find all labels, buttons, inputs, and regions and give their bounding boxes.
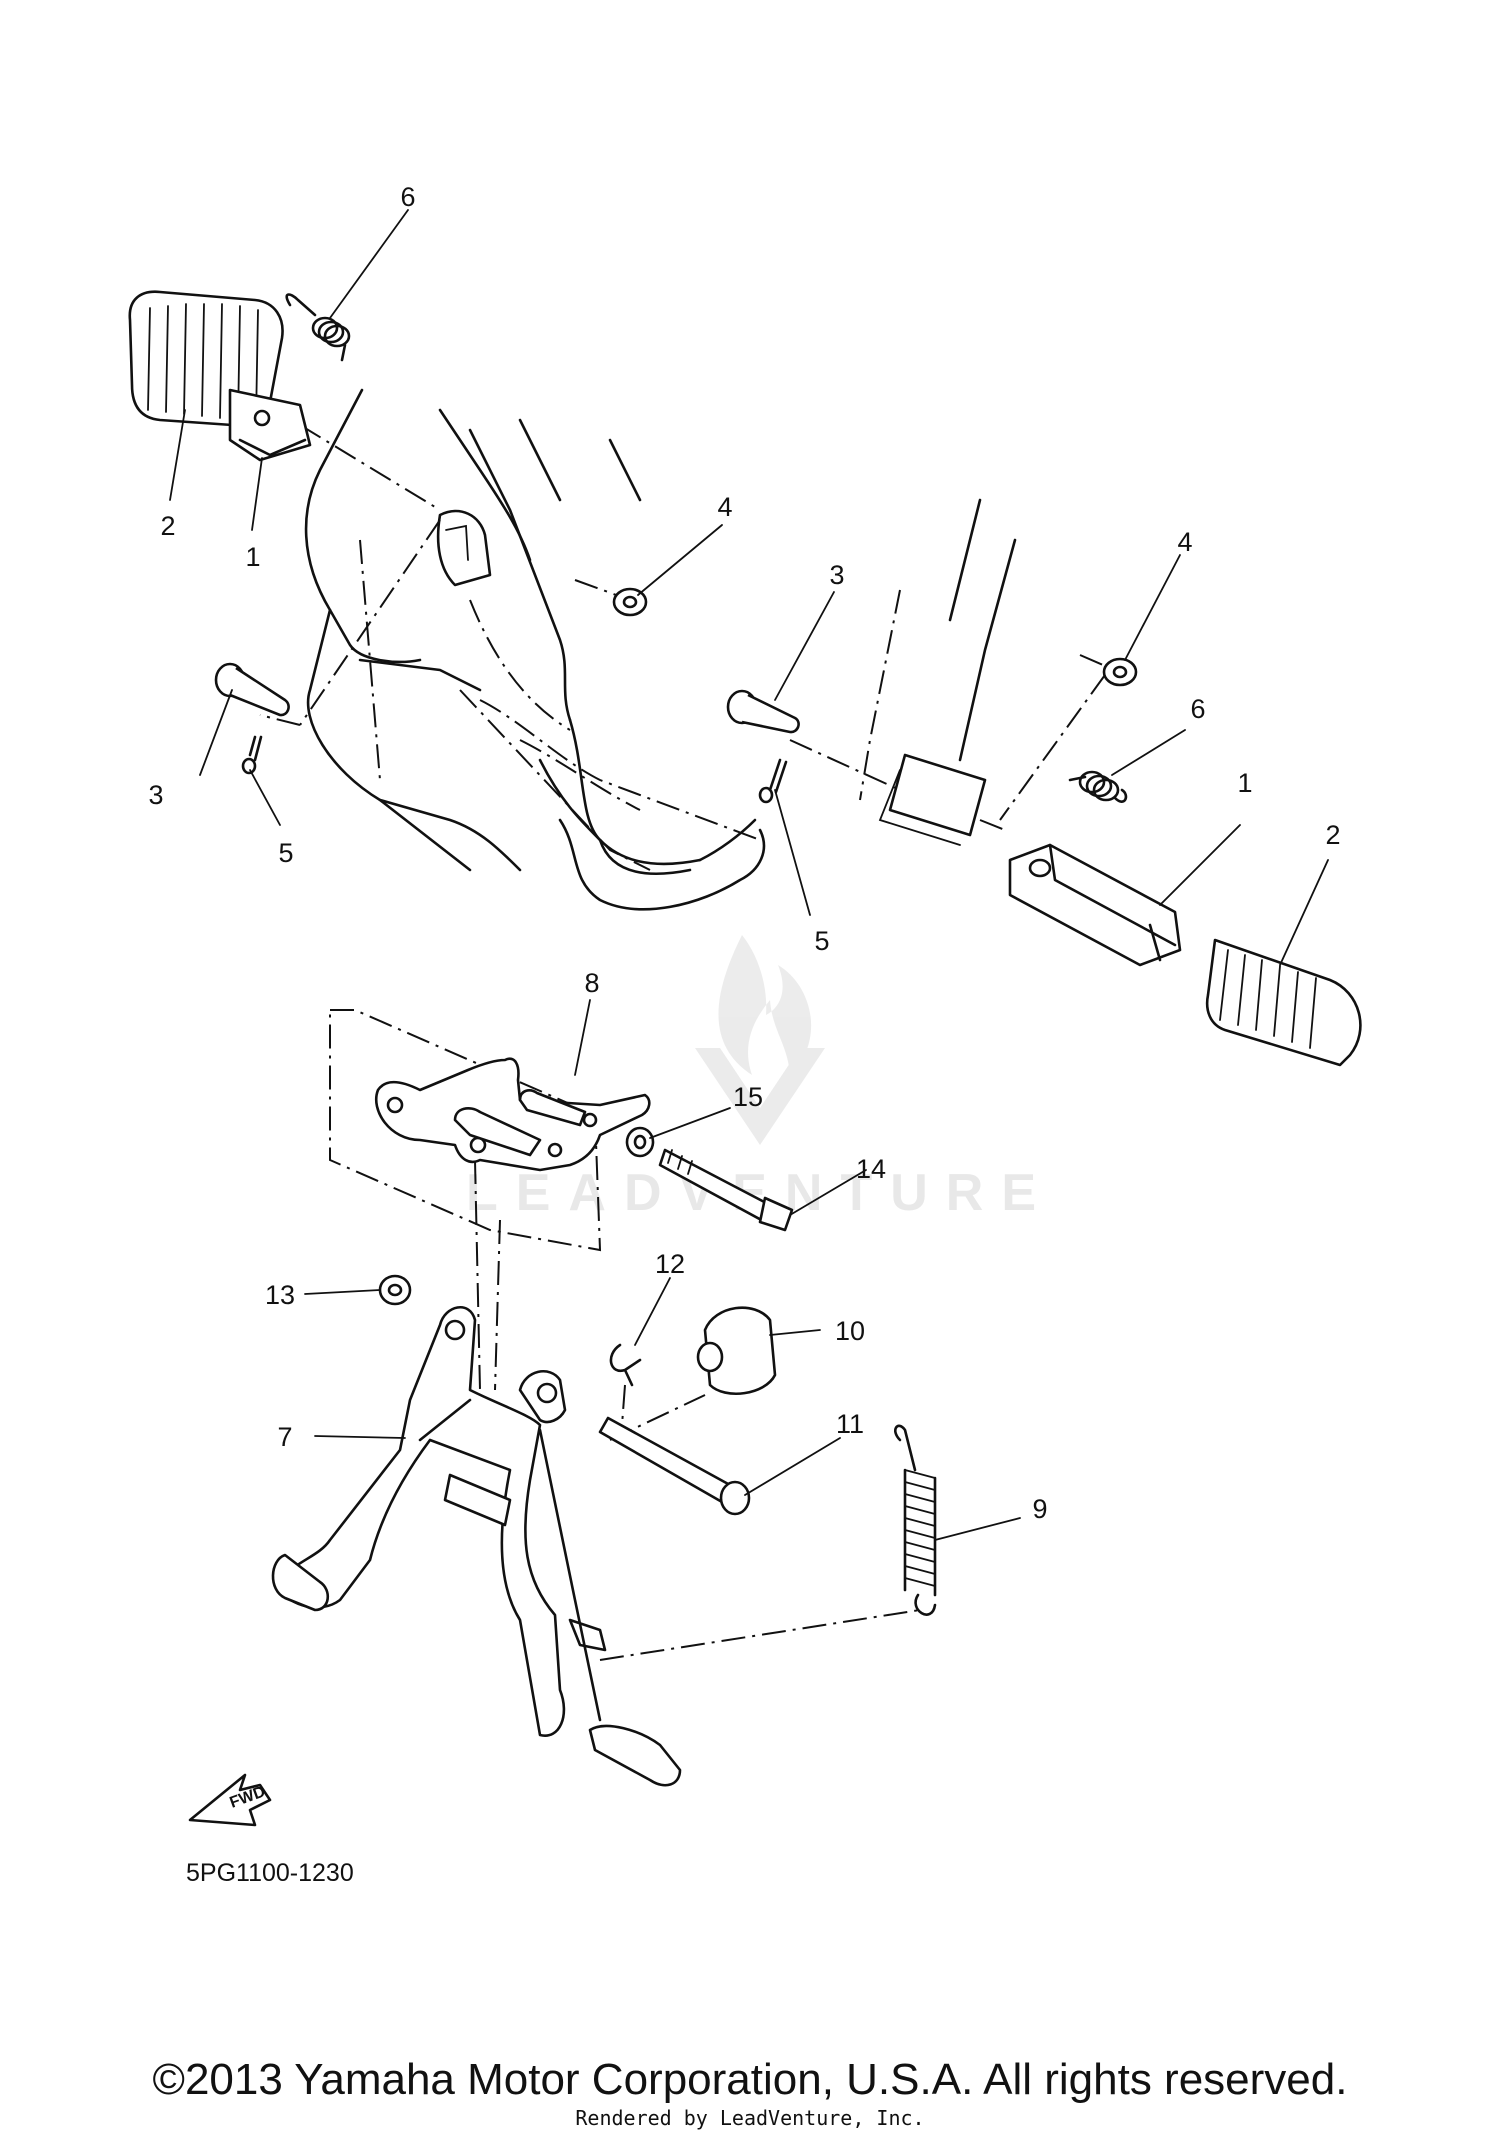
pin-left	[214, 662, 290, 717]
washer-13	[378, 1274, 412, 1306]
callout-9: 9	[1032, 1494, 1047, 1524]
footrest-right	[1008, 843, 1182, 967]
callout-3-left: 3	[148, 780, 163, 810]
callout-14: 14	[856, 1154, 886, 1184]
callout-11: 11	[836, 1409, 864, 1439]
footrest-spring-upper	[285, 293, 351, 362]
rendered-by-notice: Rendered by LeadVenture, Inc.	[575, 2106, 925, 2130]
callout-5-center: 5	[814, 926, 829, 956]
callout-1-left: 1	[245, 542, 260, 572]
callout-2-left: 2	[160, 511, 175, 541]
stand-bracket	[375, 1057, 651, 1172]
washer-right	[1102, 657, 1138, 687]
callout-4-upper: 4	[717, 492, 732, 522]
stand-spring	[894, 1424, 937, 1616]
copyright-notice: ©2013 Yamaha Motor Corporation, U.S.A. A…	[152, 2055, 1348, 2104]
callout-4-right: 4	[1177, 527, 1192, 557]
callout-leaders	[169, 209, 1329, 1541]
footrest-left	[228, 388, 312, 462]
leadventure-watermark: LEADVENTURE	[466, 935, 1036, 1222]
callout-8: 8	[584, 968, 599, 998]
damper-10	[696, 1306, 777, 1396]
bolt-14	[658, 1148, 794, 1232]
callout-2-right: 2	[1325, 820, 1340, 850]
cotter-pin-center	[758, 758, 788, 804]
center-stand	[271, 1305, 682, 1787]
footrest-rubber-right	[1205, 938, 1362, 1067]
diagram-code: 5PG1100-1230	[186, 1859, 354, 1887]
callout-15: 15	[733, 1082, 763, 1112]
callout-13: 13	[265, 1280, 295, 1310]
frame-tubes	[304, 388, 1017, 911]
fwd-arrow-icon: FWD	[188, 1773, 272, 1827]
pin-center	[726, 689, 800, 734]
callout-1-right: 1	[1237, 768, 1252, 798]
pin-11	[598, 1416, 751, 1516]
washer-15	[625, 1126, 655, 1158]
callout-7: 7	[277, 1422, 292, 1452]
footrest-spring-lower	[1068, 770, 1128, 803]
callout-5-left: 5	[278, 838, 293, 868]
callout-10: 10	[835, 1316, 865, 1346]
clip-12	[609, 1343, 642, 1387]
callout-3-center: 3	[829, 560, 844, 590]
callout-12: 12	[655, 1249, 685, 1279]
callout-numbers: 6 2 1 4 3 5 3 5 4 6 1 2 8 15 14 13 12 10…	[148, 182, 1340, 1524]
callout-6-right: 6	[1190, 694, 1205, 724]
callout-6-upper: 6	[400, 182, 415, 212]
cotter-pin-left	[241, 735, 263, 775]
